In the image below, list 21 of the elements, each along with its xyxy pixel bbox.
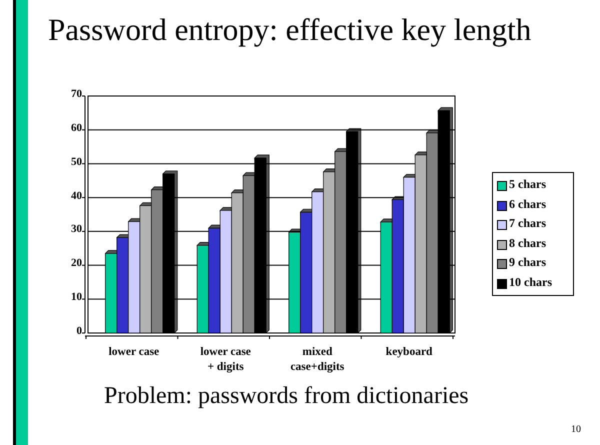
axis-tick-label: 50 — [70, 156, 82, 168]
legend-label: 9 chars — [509, 255, 546, 270]
slide-title: Password entropy: effective key length — [48, 12, 532, 48]
legend-label: 6 chars — [509, 196, 546, 212]
axis-tick-label: 20 — [70, 257, 82, 270]
page-number: 10 — [571, 424, 581, 435]
axis-tick-label: 10 — [70, 291, 82, 304]
axis-tick-label: 70 — [70, 88, 82, 100]
axis-tick-label: 0 — [76, 325, 82, 337]
axis-tick-label: 30 — [70, 223, 82, 236]
category-label: mixed case+digits — [290, 345, 344, 375]
axis-tick-label: 60 — [70, 122, 82, 134]
category-label: lower case — [108, 345, 160, 360]
body-text: Problem: passwords from dictionaries — [104, 383, 469, 410]
legend-label: 8 chars — [509, 236, 546, 250]
category-label: keyboard — [384, 345, 434, 360]
legend-label: 7 chars — [509, 216, 546, 231]
legend-label: 5 chars — [509, 177, 546, 192]
category-label: lower case + digits — [199, 345, 252, 375]
axis-tick-label: 40 — [70, 190, 82, 202]
legend-label: 10 chars — [509, 274, 552, 290]
